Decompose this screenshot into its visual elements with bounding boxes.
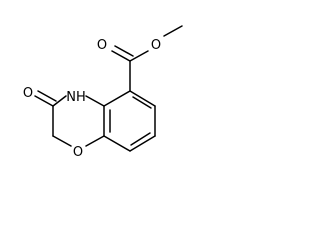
bond-ccarbonyl-o-double-b	[114, 45, 134, 57]
molecule-structure: O O NH O O	[23, 25, 183, 160]
bond-c3-o-double-a	[34, 95, 54, 107]
bond-c4a-c5	[103, 90, 131, 107]
bond-c3-o-double-b	[37, 90, 57, 102]
ring-oxygen-label: O	[73, 145, 83, 160]
bond-c2-o1	[52, 135, 72, 147]
bond-ccarbonyl-o-double-a	[111, 50, 131, 62]
bond-c8-c8a	[103, 135, 131, 152]
bond-c6-c6-inner	[132, 96, 152, 109]
ester-carbonyl-oxygen-label: O	[97, 38, 107, 53]
bond-oether-methyl	[163, 25, 183, 37]
ester-ether-oxygen-label: O	[151, 38, 161, 53]
bond-c7-c8-inner	[130, 132, 151, 146]
amine-nitrogen-label: NH	[66, 90, 86, 105]
bond-ccarbonyl-oether	[129, 50, 149, 62]
structure-diagram: O O NH O O	[0, 0, 190, 192]
bond-c7-c8	[129, 135, 156, 152]
bond-o1-c8a	[85, 135, 105, 147]
amide-oxygen-label: O	[23, 86, 33, 101]
bond-c4a-n4	[85, 95, 105, 107]
bond-c5-c6	[129, 90, 156, 107]
bond-n4-c3	[52, 95, 67, 107]
